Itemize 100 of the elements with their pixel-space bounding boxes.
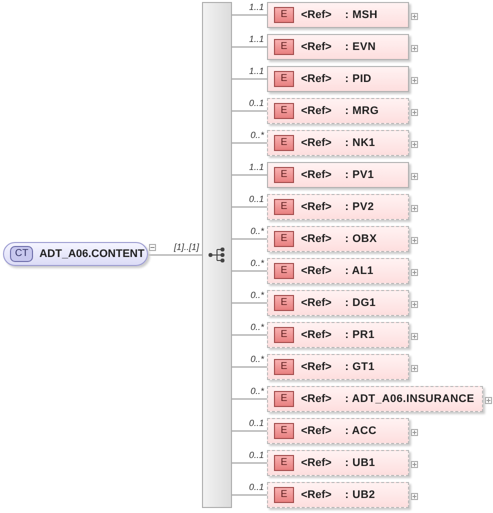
ref-label: <Ref> [301,201,333,213]
edge-label: 0..1 [248,482,265,492]
connector-line [232,270,268,272]
element-name: : PID [345,73,372,85]
connector-line [232,14,268,16]
element-name: : OBX [345,233,378,245]
complex-type-box [3,242,148,266]
connector-line [232,462,268,464]
ref-label: <Ref> [301,457,333,469]
edge-label: 0..* [249,290,265,300]
connector-line [232,334,268,336]
connector-line [232,238,268,240]
edge-label: 0..* [249,386,265,396]
type-badge: CT [10,246,34,262]
element-name: : AL1 [345,265,374,277]
element-name: : ACC [345,425,377,437]
element-badge: E [274,295,294,311]
element-badge: E [274,455,294,471]
edge-label: 0..1 [248,98,265,108]
connector-line [232,494,268,496]
edge-label: 0..1 [248,450,265,460]
element-box [267,226,409,252]
element-box [267,386,483,412]
element-badge: E [274,71,294,87]
element-box [267,290,409,316]
ref-label: <Ref> [301,9,333,21]
ref-label: <Ref> [301,329,333,341]
ref-label: <Ref> [301,361,333,373]
element-name: : EVN [345,41,376,53]
element-box [267,482,409,508]
element-box [267,258,409,284]
element-box [267,98,409,124]
sequence-bar [202,2,232,508]
ref-label: <Ref> [301,137,333,149]
element-name: : PR1 [345,329,375,341]
element-badge: E [274,39,294,55]
edge-label: 0..* [249,322,265,332]
ref-label: <Ref> [301,393,333,405]
element-box [267,418,409,444]
element-box [267,2,409,28]
edge-label: 0..1 [248,418,265,428]
element-name: : UB1 [345,457,376,469]
element-badge: E [274,359,294,375]
connector-line [232,398,268,400]
connector-line [232,206,268,208]
ref-label: <Ref> [301,73,333,85]
element-badge: E [274,487,294,503]
ref-label: <Ref> [301,265,333,277]
element-box [267,450,409,476]
element-name: : PV2 [345,201,374,213]
type-name: ADT_A06.CONTENT [39,248,144,260]
connector-line [232,46,268,48]
connector-line [148,254,202,256]
element-name: : ADT_A06.INSURANCE [345,393,474,405]
element-badge: E [274,391,294,407]
element-badge: E [274,167,294,183]
element-box [267,194,409,220]
edge-label: 0..1 [248,194,265,204]
ref-label: <Ref> [301,169,333,181]
element-box [267,354,409,380]
element-box [267,34,409,60]
element-name: : UB2 [345,489,376,501]
element-badge: E [274,135,294,151]
edge-label: [1]..[1] [172,242,200,252]
element-badge: E [274,423,294,439]
ref-label: <Ref> [301,41,333,53]
connector-line [232,142,268,144]
element-name: : DG1 [345,297,376,309]
element-badge: E [274,263,294,279]
element-name: : PV1 [345,169,374,181]
element-badge: E [274,327,294,343]
connector-line [232,174,268,176]
edge-label: 1..1 [248,162,265,172]
element-name: : GT1 [345,361,375,373]
connector-line [232,78,268,80]
element-box [267,322,409,348]
element-box [267,66,409,92]
edge-label: 0..* [249,354,265,364]
connector-line [232,110,268,112]
ref-label: <Ref> [301,425,333,437]
ref-label: <Ref> [301,105,333,117]
connector-line [232,430,268,432]
edge-label: 0..* [249,258,265,268]
ref-label: <Ref> [301,297,333,309]
connector-line [232,366,268,368]
connector-line [232,302,268,304]
edge-label: 1..1 [248,34,265,44]
element-box [267,130,409,156]
ref-label: <Ref> [301,489,333,501]
element-name: : MRG [345,105,379,117]
edge-label: 1..1 [248,2,265,12]
element-badge: E [274,231,294,247]
edge-label: 1..1 [248,66,265,76]
element-badge: E [274,199,294,215]
element-name: : MSH [345,9,378,21]
edge-label: 0..* [249,226,265,236]
ref-label: <Ref> [301,233,333,245]
element-box [267,162,409,188]
element-badge: E [274,7,294,23]
element-badge: E [274,103,294,119]
